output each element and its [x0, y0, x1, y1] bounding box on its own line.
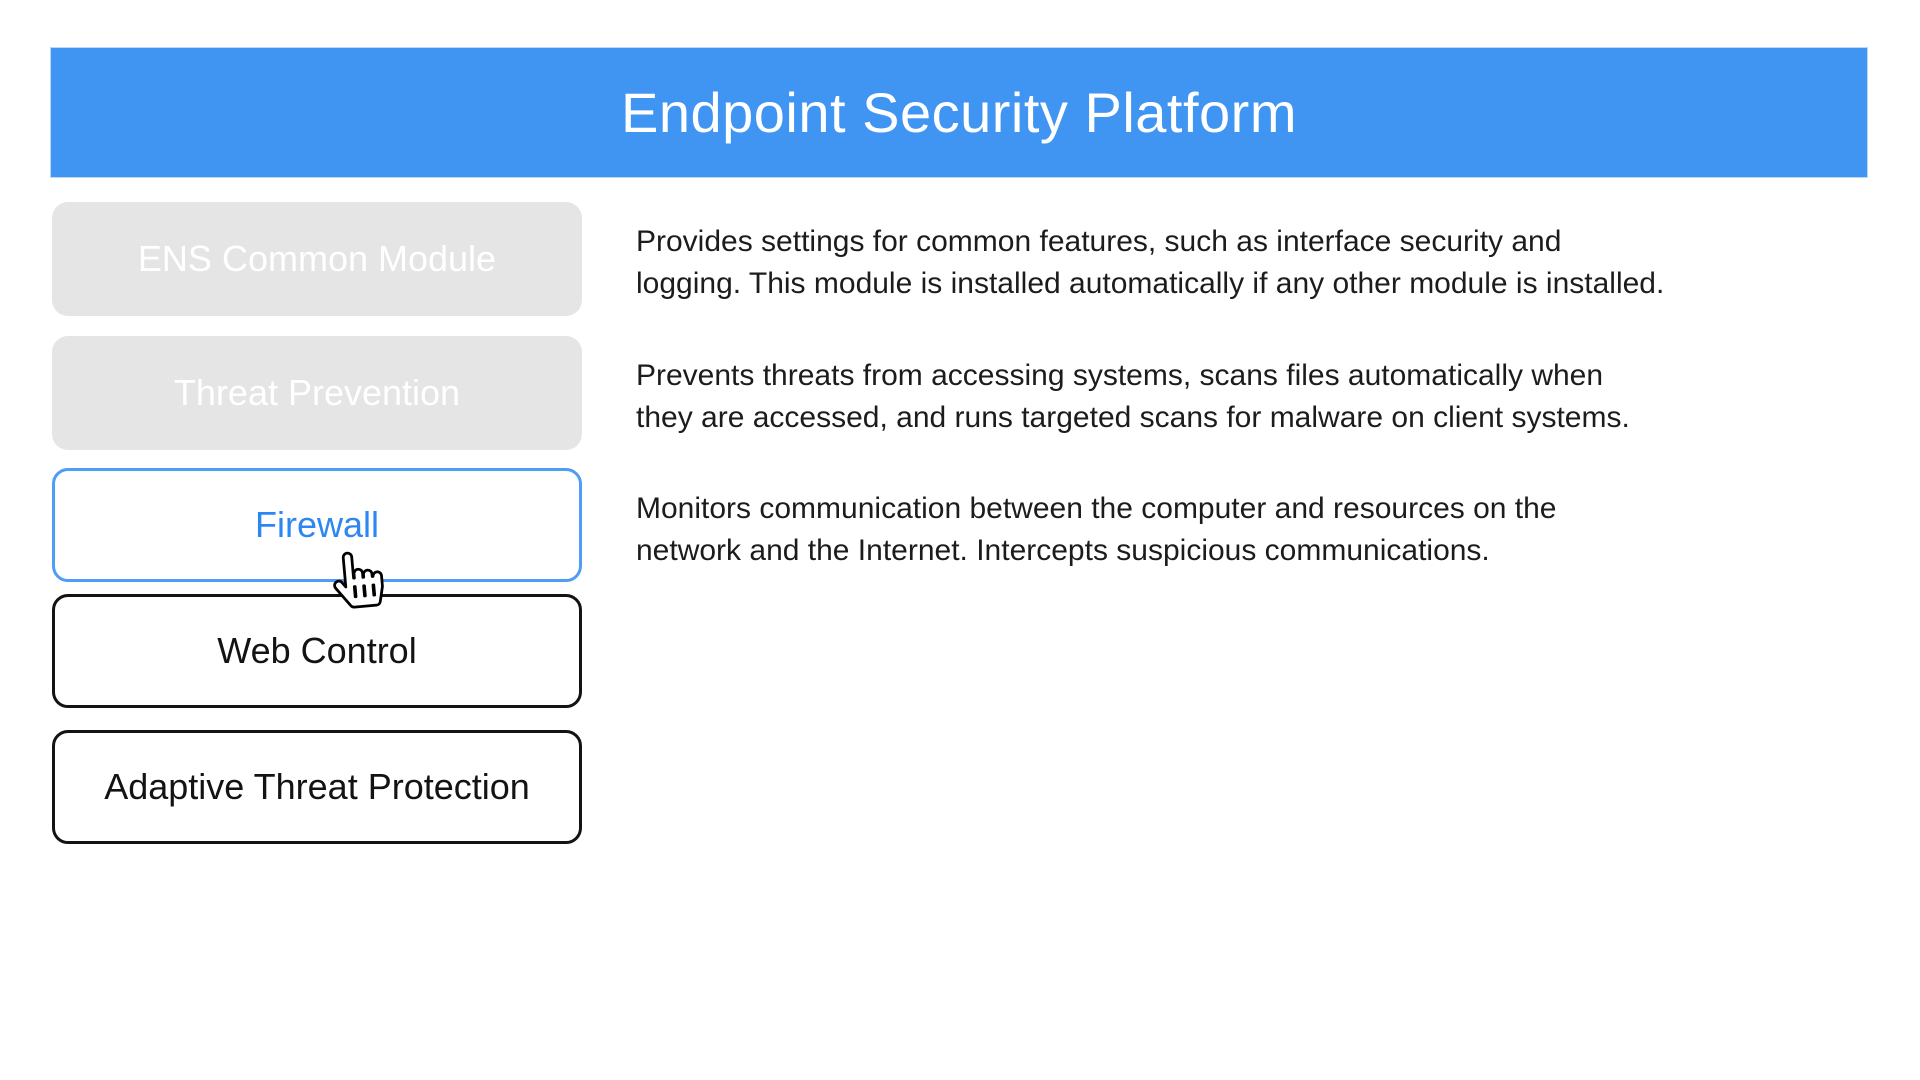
module-button-ens-common[interactable]: ENS Common Module	[52, 202, 582, 316]
module-button-label: Web Control	[217, 630, 417, 671]
module-button-adaptive-threat-protection[interactable]: Adaptive Threat Protection	[52, 730, 582, 844]
module-button-threat-prevention[interactable]: Threat Prevention	[52, 336, 582, 450]
module-description-threat-prevention: Prevents threats from accessing systems,…	[636, 355, 1630, 439]
module-button-web-control[interactable]: Web Control	[52, 594, 582, 708]
module-button-label: Firewall	[254, 504, 379, 545]
description-line: Monitors communication between the compu…	[636, 492, 1557, 525]
module-button-label: Threat Prevention	[173, 372, 461, 413]
description-line: Prevents threats from accessing systems,…	[636, 359, 1604, 392]
module-button-label: Adaptive Threat Protection	[104, 766, 530, 807]
description-line: they are accessed, and runs targeted sca…	[636, 401, 1630, 434]
module-button-firewall[interactable]: Firewall	[52, 468, 582, 582]
description-line: Provides settings for common features, s…	[636, 225, 1562, 258]
module-description-firewall: Monitors communication between the compu…	[636, 488, 1557, 572]
description-line: logging. This module is installed automa…	[636, 267, 1665, 300]
module-description-ens-common: Provides settings for common features, s…	[636, 221, 1664, 305]
module-button-label: ENS Common Module	[137, 238, 497, 279]
description-line: network and the Internet. Intercepts sus…	[636, 534, 1490, 567]
page-title: Endpoint Security Platform	[621, 81, 1297, 144]
header-banner: Endpoint Security Platform	[50, 47, 1868, 178]
